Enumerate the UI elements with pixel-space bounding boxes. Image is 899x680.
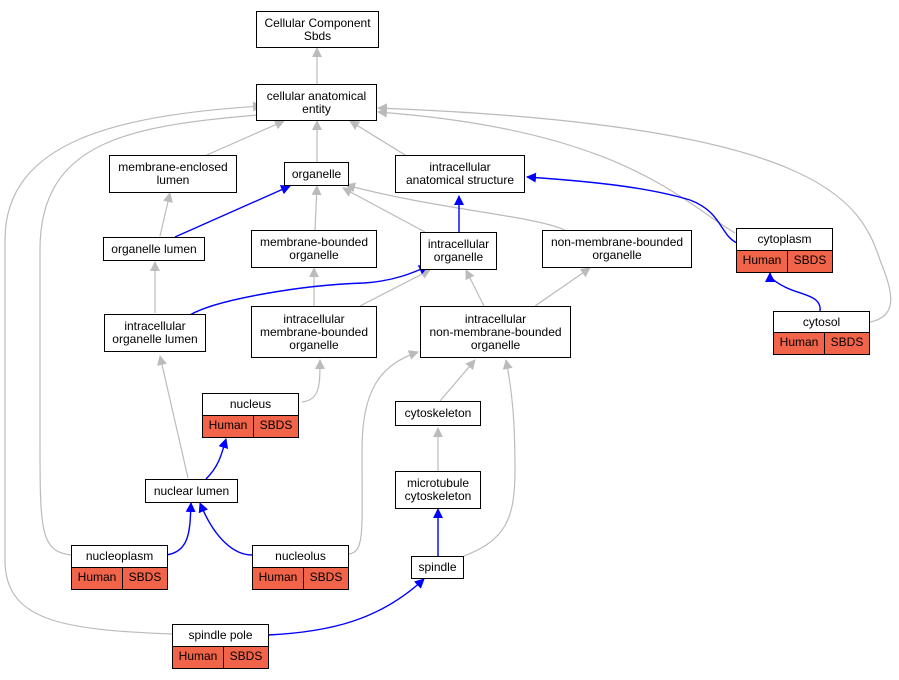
node-microtubule-cytoskeleton[interactable]: microtubule cytoskeleton (395, 471, 481, 509)
node-nuclear-lumen[interactable]: nuclear lumen (145, 479, 238, 503)
edge-nucleus-to-imbo (301, 359, 325, 403)
edges (4, 47, 892, 636)
edge-cytosol-to-cae (377, 103, 892, 323)
node-nucleus-annotations: Human SBDS (202, 416, 299, 438)
node-nucleolus[interactable]: nucleolus Human SBDS (252, 545, 349, 590)
edge-mbo-to-organelle (311, 185, 322, 231)
annotation-human: Human (173, 647, 223, 668)
edge-ias-to-cae (349, 120, 411, 159)
node-spindle-pole-label: spindle pole (172, 624, 269, 647)
node-cytoplasm[interactable]: cytoplasm Human SBDS (736, 228, 833, 273)
edge-cytoplasm-to-cae (377, 107, 736, 234)
edge-nucleolus-partof-nlumen (198, 502, 253, 556)
edge-nucleoplasm-to-cae (39, 109, 271, 556)
edge-cytoskeleton-to-inmbo (439, 359, 476, 402)
edge-nucleolus-to-inmbo (348, 350, 419, 555)
node-membrane-bounded-organelle[interactable]: membrane-bounded organelle (251, 230, 377, 268)
edge-inmbo-to-io (465, 269, 485, 307)
edge-io-to-organelle (342, 187, 426, 233)
node-cytoplasm-label: cytoplasm (736, 228, 833, 251)
node-nucleolus-annotations: Human SBDS (252, 568, 349, 590)
node-cytosol[interactable]: cytosol Human SBDS (773, 311, 870, 355)
node-membrane-enclosed-lumen[interactable]: membrane-enclosed lumen (109, 155, 237, 193)
edge-spole-to-cae (4, 101, 263, 635)
node-intracellular-non-membrane-bounded-organelle[interactable]: intracellular non-membrane-bounded organ… (420, 306, 571, 358)
edge-inmbo-to-nmbo (534, 267, 591, 307)
node-cytoplasm-annotations: Human SBDS (736, 251, 833, 273)
annotation-human: Human (72, 568, 122, 589)
annotation-human: Human (253, 568, 303, 589)
node-spindle-pole[interactable]: spindle pole Human SBDS (172, 624, 269, 669)
node-spindle-pole-annotations: Human SBDS (172, 647, 269, 669)
node-nucleoplasm[interactable]: nucleoplasm Human SBDS (71, 545, 168, 590)
node-nucleoplasm-annotations: Human SBDS (71, 568, 168, 590)
annotation-human: Human (774, 333, 824, 354)
annotation-sbds: SBDS (824, 333, 869, 354)
edge-nmbo-to-organelle (345, 182, 566, 231)
edge-imbo-to-io (359, 269, 431, 307)
node-intracellular-organelle[interactable]: intracellular organelle (420, 232, 497, 270)
node-nucleolus-label: nucleolus (252, 545, 349, 568)
edge-iol-partof-io (189, 265, 429, 316)
node-nucleus[interactable]: nucleus Human SBDS (202, 393, 299, 438)
annotation-sbds: SBDS (253, 416, 298, 437)
edge-spindle-to-inmbo (463, 359, 516, 557)
annotation-sbds: SBDS (303, 568, 348, 589)
node-nucleus-label: nucleus (202, 393, 299, 416)
edge-olumen-partof-organelle (174, 185, 291, 238)
annotation-sbds: SBDS (787, 251, 832, 272)
node-cellular-component-sbds[interactable]: Cellular Component Sbds (256, 11, 379, 48)
edge-nlumen-to-iol (157, 355, 189, 479)
node-non-membrane-bounded-organelle[interactable]: non-membrane-bounded organelle (542, 230, 692, 268)
annotation-human: Human (737, 251, 787, 272)
edge-mel-to-cae (199, 120, 285, 159)
node-organelle[interactable]: organelle (284, 162, 349, 186)
node-spindle[interactable]: spindle (411, 556, 464, 579)
edge-nlumen-partof-nucleus (205, 438, 229, 480)
annotation-human: Human (203, 416, 253, 437)
edge-cytoplasm-partof-ias (526, 172, 738, 244)
node-cytosol-label: cytosol (773, 311, 870, 333)
node-cytosol-annotations: Human SBDS (773, 333, 870, 355)
node-intracellular-membrane-bounded-organelle[interactable]: intracellular membrane-bounded organelle (251, 306, 377, 358)
edge-nucleoplasm-partof-nlumen (165, 502, 196, 556)
annotation-sbds: SBDS (223, 647, 268, 668)
edge-spole-partof-spindle (267, 578, 425, 636)
annotation-sbds: SBDS (122, 568, 167, 589)
edge-olumen-to-mel (159, 192, 173, 237)
edge-cytosol-partof-cytoplasm (765, 272, 821, 312)
node-organelle-lumen[interactable]: organelle lumen (103, 237, 205, 261)
node-intracellular-organelle-lumen[interactable]: intracellular organelle lumen (104, 314, 206, 352)
node-nucleoplasm-label: nucleoplasm (71, 545, 168, 568)
node-cellular-anatomical-entity[interactable]: cellular anatomical entity (256, 84, 377, 121)
node-intracellular-anatomical-structure[interactable]: intracellular anatomical structure (395, 155, 525, 193)
node-cytoskeleton[interactable]: cytoskeleton (395, 401, 481, 426)
